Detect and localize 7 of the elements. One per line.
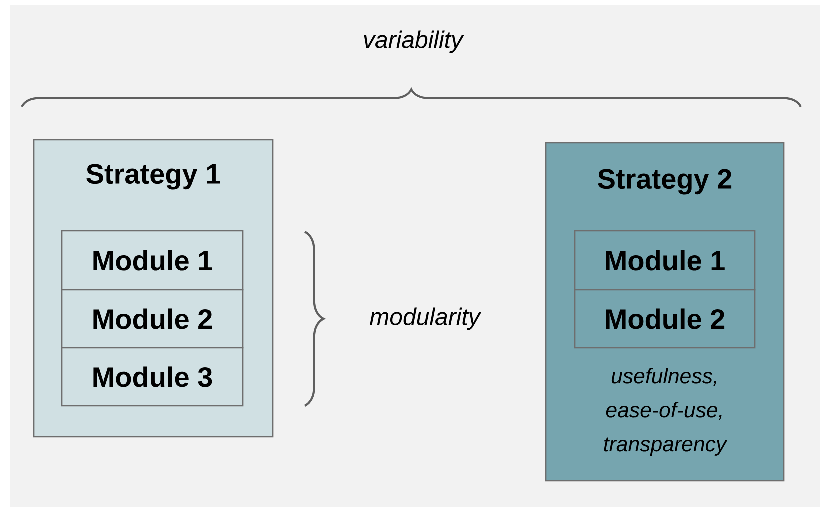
module-box: Module 1: [61, 230, 244, 291]
module-box: Module 3: [61, 347, 244, 407]
module-box: Module 2: [61, 289, 244, 349]
module-box: Module 2: [574, 289, 756, 349]
label: variability: [364, 30, 464, 54]
label: modularity: [370, 308, 482, 330]
module-box: Module 1: [574, 230, 756, 291]
